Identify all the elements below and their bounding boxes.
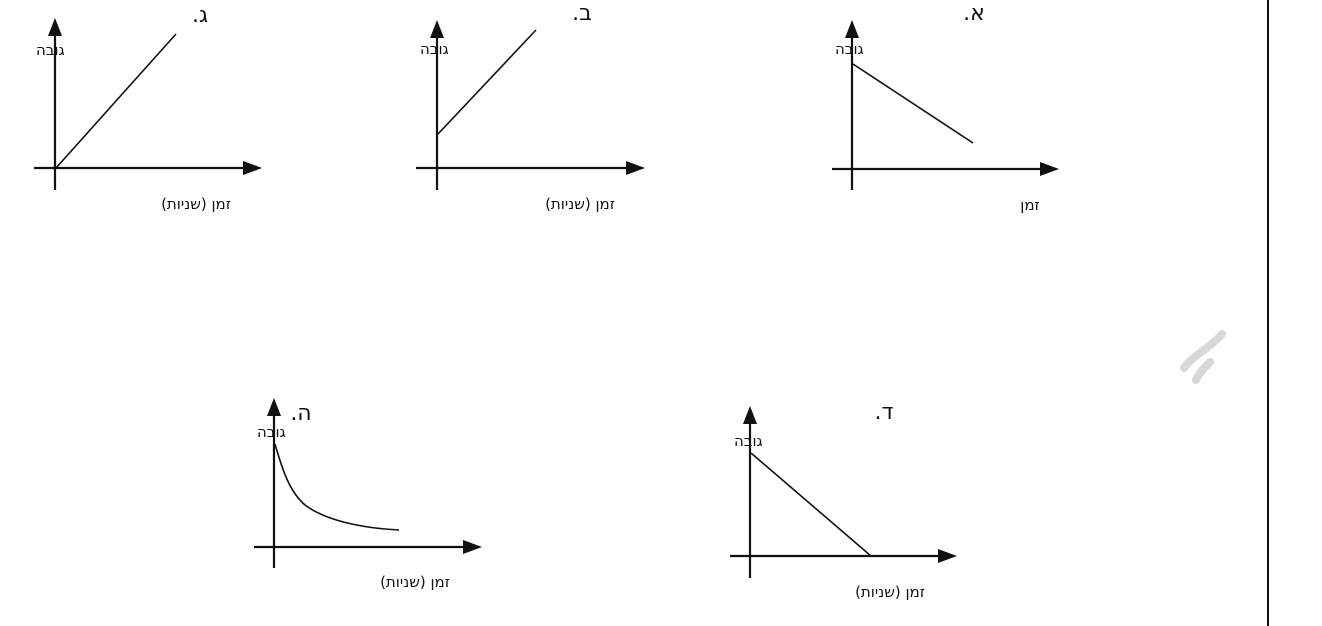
graph-g-line — [55, 33, 177, 169]
graph-a-y-label: גובה — [835, 40, 864, 58]
graph-d: ד. גובה זמן (שניות) — [730, 400, 957, 601]
faint-mark — [1180, 330, 1226, 384]
graph-d-line — [750, 452, 872, 557]
graph-g-letter: ג. — [192, 3, 208, 28]
graph-b: ב. גובה זמן (שניות) — [416, 1, 645, 213]
graph-d-y-label: גובה — [734, 432, 763, 450]
graph-g-x-arrow — [243, 161, 262, 175]
graph-g-x-label: זמן (שניות) — [161, 195, 231, 213]
graph-a: א. גובה זמן — [832, 1, 1059, 214]
graph-a-line — [852, 63, 974, 144]
right-border — [1267, 0, 1269, 626]
graph-h-letter: ה. — [290, 401, 311, 426]
graph-b-y-arrow — [430, 20, 444, 38]
graph-h: ה. גובה זמן (שניות) — [254, 398, 482, 591]
graph-h-curve — [274, 443, 400, 531]
graph-d-letter: ד. — [874, 400, 893, 425]
graph-b-line — [437, 29, 537, 135]
graph-d-y-arrow — [743, 406, 757, 424]
graph-h-y-arrow — [267, 398, 281, 416]
graph-d-x-arrow — [938, 549, 957, 563]
graph-h-x-label: זמן (שניות) — [380, 573, 450, 591]
graph-h-y-label: גובה — [257, 423, 286, 441]
graph-d-x-label: זמן (שניות) — [855, 583, 925, 601]
graph-g-y-label: גובה — [36, 41, 65, 59]
graph-a-x-arrow — [1040, 162, 1059, 176]
graph-g: ג. גובה זמן (שניות) — [34, 3, 262, 213]
graph-a-letter: א. — [963, 1, 985, 26]
graph-a-x-label: זמן — [1020, 196, 1039, 214]
graph-a-y-arrow — [845, 20, 859, 38]
graph-h-x-arrow — [463, 540, 482, 554]
graph-b-x-arrow — [626, 161, 645, 175]
graph-b-x-label: זמן (שניות) — [545, 195, 615, 213]
graph-g-y-arrow — [48, 18, 62, 36]
graph-b-letter: ב. — [572, 1, 592, 26]
graph-b-y-label: גובה — [420, 40, 449, 58]
